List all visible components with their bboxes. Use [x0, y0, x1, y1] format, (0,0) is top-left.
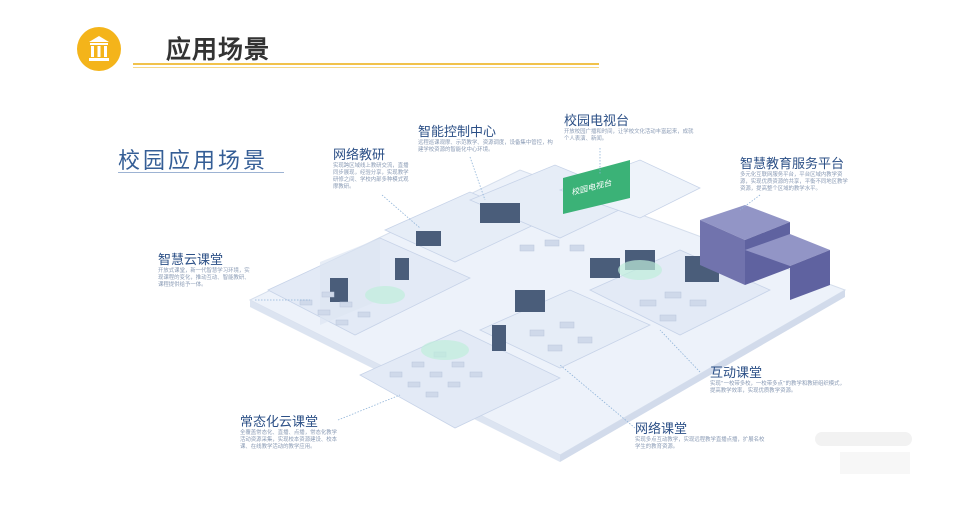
- scene-online-classroom: 网络课堂 实现多点互动教学，实现远程教学直播点播，扩展名校学生的教育资源。: [635, 418, 767, 451]
- online-classroom-display: [515, 290, 545, 312]
- scene-description: 开放校园广播和时间，让学校文化活动丰富起来，成就个人表演、新闻。: [564, 129, 694, 142]
- cloud-classroom-display: [395, 258, 409, 280]
- scene-title: 智慧教育服务平台: [740, 157, 845, 172]
- scene-title: 互动课堂: [710, 366, 763, 381]
- scene-title: 网络课堂: [635, 422, 688, 437]
- diagram-label: 校园应用场景: [118, 149, 269, 174]
- scene-description: 全覆盖常态化、直播、点播，常态化教学活动资源采集，实现校本资源建设、校本课、在线…: [240, 430, 338, 450]
- cloud-classroom-side-display: [330, 278, 348, 302]
- scene-description: 实现多点互动教学，实现远程教学直播点播，扩展名校学生的教育资源。: [635, 437, 765, 450]
- scene-interactive-classroom: 互动课堂 实现“一校带多校，一校带多点”的教学和教研组织模式，提高教学效率，实现…: [710, 362, 850, 395]
- scene-control-center: 智能控制中心 远程巡课观摩、示范教学、资源调度，设备集中管控，构建学校资源的智能…: [418, 121, 558, 154]
- scene-title: 智慧云课堂: [158, 253, 224, 268]
- diagram-label-underline: [118, 172, 284, 173]
- scene-routine-cloud: 常态化云课堂 全覆盖常态化、直播、点播，常态化教学活动资源采集，实现校本资源建设…: [240, 411, 340, 451]
- server-racks: [700, 205, 830, 300]
- page-title: 应用场景: [166, 35, 271, 64]
- research-display: [416, 231, 441, 246]
- scene-campus-tv: 校园电视台 开放校园广播和时间，让学校文化活动丰富起来，成就个人表演、新闻。: [564, 110, 694, 143]
- watermark-blur: [815, 432, 912, 446]
- routine-classroom-display: [492, 325, 506, 351]
- scene-cloud-classroom: 智慧云课堂 开放式课堂，新一代智慧学习环境，实现课程的变化，推动互动、智能教研、…: [158, 249, 250, 289]
- watermark-blur-secondary: [840, 452, 910, 474]
- pillars-icon: [77, 27, 121, 71]
- header-divider-thin: [133, 67, 599, 68]
- scene-description: 多元化互联网服务平台，平台区域内教学资源，实现优质资源的共享，平衡不同地区教学资…: [740, 172, 848, 192]
- desk-rows: [299, 239, 707, 398]
- scene-title: 网络教研: [333, 148, 386, 163]
- scene-description: 实现跨区域线上教研交流，直播同步展现，经验分享，实现教学研修之间、学校内部多种模…: [333, 163, 409, 190]
- scene-edu-platform: 智慧教育服务平台 多元化互联网服务平台，平台区域内教学资源，实现优质资源的共享，…: [740, 153, 852, 193]
- header-divider: [133, 63, 599, 65]
- scene-description: 实现“一校带多校，一校带多点”的教学和教研组织模式，提高教学效率，实现优质教学资…: [710, 381, 845, 394]
- interactive-display-1: [590, 258, 620, 278]
- scene-description: 远程巡课观摩、示范教学、资源调度，设备集中管控，构建学校资源的智能化中心环境。: [418, 140, 553, 153]
- scene-net-research: 网络教研 实现跨区域线上教研交流，直播同步展现，经验分享，实现教学研修之间、学校…: [333, 144, 413, 191]
- tv-station-screen: [563, 160, 630, 214]
- scene-title: 智能控制中心: [418, 125, 497, 140]
- scene-title: 校园电视台: [564, 114, 630, 129]
- control-center-display: [480, 203, 520, 223]
- scene-description: 开放式课堂，新一代智慧学习环境，实现课程的变化，推动互动、智能教研、课程提供给予…: [158, 268, 250, 288]
- scene-title: 常态化云课堂: [240, 415, 319, 430]
